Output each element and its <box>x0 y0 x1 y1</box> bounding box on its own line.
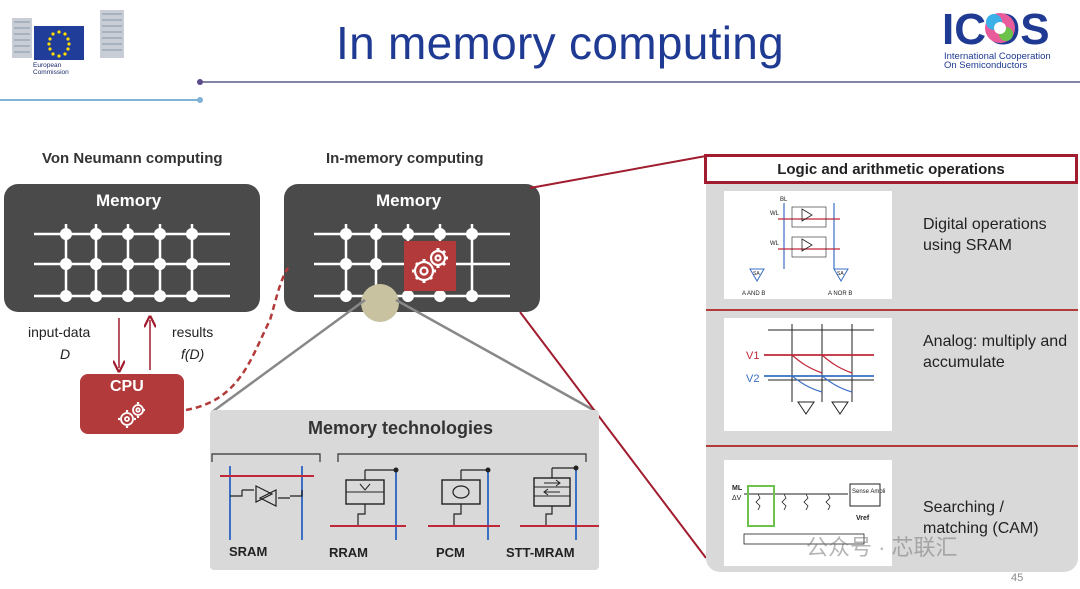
circuit-label-sense-ampli: Sense Ampli <box>852 489 885 495</box>
analog-mac-text: Analog: multiply and accumulate <box>923 333 1068 371</box>
sram-schematic <box>220 466 314 540</box>
slide-title: In memory computing <box>336 17 784 69</box>
cam-circuit-image: ML ΔV Sense Ampli Vref <box>724 460 892 566</box>
stt-mram-schematic <box>520 465 599 540</box>
in-memory-heading: In-memory computing <box>326 150 484 167</box>
gears-icon <box>412 248 448 283</box>
circuit-label-v1: V1 <box>746 350 759 362</box>
header-divider <box>0 79 1080 103</box>
watermark: 公众号 · 芯联汇 <box>806 535 958 560</box>
eu-logo-text: European Commission <box>33 62 69 76</box>
digital-sram-operations-text: Digital operations using SRAM <box>923 216 1047 254</box>
cpu-gears-icon <box>118 402 145 428</box>
circuit-label-sa-2: SA <box>837 271 844 277</box>
circuit-label-sa-1: SA <box>753 271 760 277</box>
tech-label-sram: SRAM <box>229 544 268 559</box>
eu-logo-line-2: Commission <box>33 69 69 76</box>
in-memory-compute-gear-box <box>404 241 456 291</box>
circuit-label-wl-2: WL <box>770 241 780 247</box>
memory-technologies-title: Memory technologies <box>308 418 494 438</box>
zoom-line-left <box>211 298 366 414</box>
circuit-label-and: A AND B <box>742 291 765 297</box>
input-data-symbol: D <box>60 346 71 362</box>
analog-mac-circuit-image: V1 V2 <box>724 318 892 431</box>
memory-technology-schematics <box>211 453 599 540</box>
von-neumann-memory-grid <box>34 224 230 302</box>
rram-schematic <box>330 467 406 540</box>
in-memory-memory-grid <box>314 224 510 302</box>
logic-operations-header: Logic and arithmetic operations <box>777 161 1005 178</box>
memory-cell-highlight <box>361 284 399 322</box>
panel-divider <box>706 445 1078 447</box>
circuit-label-ml: ML <box>732 485 743 492</box>
circuit-label-bl: BL <box>780 197 788 203</box>
results-symbol: f(D) <box>181 346 205 362</box>
link-to-logic-panel-top <box>529 155 707 189</box>
icos-logo: ICOS <box>942 5 1050 50</box>
page-number: 45 <box>1011 572 1024 584</box>
tech-label-pcm: PCM <box>436 545 465 560</box>
icos-o-mark <box>985 13 1015 43</box>
circuit-label-v2: V2 <box>746 373 759 385</box>
von-neumann-heading: Von Neumann computing <box>42 150 223 167</box>
sram-logic-circuit-image: BL WL WL SA SA A AND B A NOR B <box>724 191 892 299</box>
in-memory-memory-label: Memory <box>376 191 442 210</box>
circuit-label-delta-v: ΔV <box>732 495 742 502</box>
nvm-brace <box>337 453 587 462</box>
pcm-schematic <box>428 467 500 540</box>
icos-subtitle-line-1: International Cooperation <box>944 51 1051 62</box>
circuit-label-wl-1: WL <box>770 211 780 217</box>
circuit-label-nor: A NOR B <box>828 291 852 297</box>
cpu-block <box>80 374 184 434</box>
input-data-label: input-data <box>28 324 91 340</box>
von-neumann-memory-label: Memory <box>96 191 162 210</box>
sram-brace <box>211 453 321 462</box>
european-commission-logo <box>12 10 124 60</box>
cpu-label: CPU <box>110 378 144 395</box>
eu-logo-line-1: European <box>33 62 62 69</box>
tech-label-rram: RRAM <box>329 545 368 560</box>
zoom-line-right <box>395 298 598 414</box>
cam-searching-text: Searching / matching (CAM) <box>923 499 1039 537</box>
icos-subtitle: International Cooperation On Semiconduct… <box>944 51 1051 71</box>
circuit-label-vref: Vref <box>856 515 870 522</box>
logic-operations-header-box <box>704 154 1078 184</box>
icos-subtitle-line-2: On Semiconductors <box>944 60 1028 71</box>
results-label: results <box>172 324 214 340</box>
tech-label-stt-mram: STT-MRAM <box>506 545 575 560</box>
panel-divider <box>706 309 1078 311</box>
